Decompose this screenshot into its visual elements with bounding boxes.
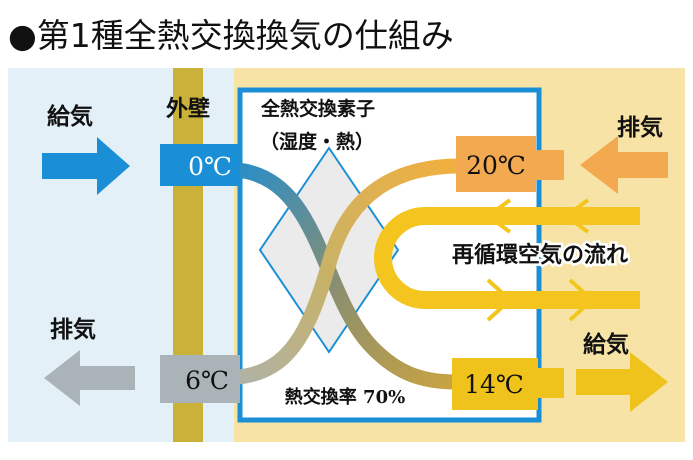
- temp-outside-out: 6℃: [185, 366, 229, 395]
- right-supply-arrow: [576, 352, 668, 412]
- right-exhaust-arrow: [580, 136, 668, 194]
- duct-inside-out: [538, 368, 564, 398]
- duct-inside-in: [536, 150, 564, 180]
- temp-inside-in: 20℃: [466, 151, 526, 180]
- left-exhaust-label: 排気: [50, 316, 96, 343]
- temp-outside-in: 0℃: [188, 152, 232, 181]
- indoor-to-outdoor-flow: [237, 158, 461, 385]
- temp-inside-out: 14℃: [464, 370, 524, 399]
- temp-box-outside-out: [160, 355, 240, 403]
- left-supply-arrow: [42, 137, 130, 195]
- recirculation-loop: [374, 207, 640, 309]
- efficiency-label: 熱交換率 70%: [285, 386, 405, 408]
- recirc-arrow-left-2: [562, 198, 590, 234]
- diagram-title: ●第1種全熱交換換気の仕組み: [8, 16, 454, 55]
- temp-box-inside-out: [452, 358, 538, 410]
- recirc-arrow-left-1: [484, 198, 512, 234]
- left-supply-label: 給気: [47, 103, 93, 130]
- element-label-line2: （湿度・熱）: [260, 130, 374, 153]
- recirculation-label: 再循環空気の流れ: [452, 242, 628, 268]
- temp-box-outside-in: [160, 144, 240, 186]
- temp-box-inside-in: [456, 136, 536, 192]
- recirc-arrow-right-1: [486, 278, 513, 322]
- right-exhaust-label: 排気: [617, 114, 663, 141]
- exterior-wall-label: 外壁: [166, 96, 210, 122]
- element-label-line1: 全熱交換素子: [260, 97, 375, 120]
- right-supply-label: 給気: [583, 331, 629, 358]
- recirc-arrow-right-2: [568, 278, 595, 322]
- outdoor-to-indoor-flow: [236, 162, 457, 390]
- left-exhaust-arrow: [44, 350, 135, 406]
